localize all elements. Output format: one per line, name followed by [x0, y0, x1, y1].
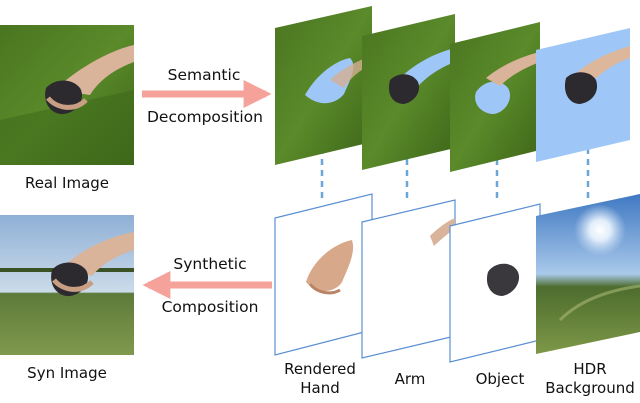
rendered-hand-label-line2: Hand [300, 378, 340, 397]
object-label: Object [475, 370, 525, 388]
hdr-background-label-line2: Background [545, 378, 635, 397]
layer-card-object [449, 203, 541, 363]
composition-label-line1: Synthetic [173, 255, 247, 273]
mask-card-arm [362, 14, 455, 170]
real-image-label: Real Image [24, 174, 110, 192]
syn-image [0, 215, 134, 355]
composition-label-line2: Composition [161, 298, 259, 316]
layer-card-hdr [536, 194, 640, 354]
hdr-background-label: HDR Background [540, 360, 640, 398]
arm-label: Arm [394, 370, 426, 388]
decomposition-label-line1: Semantic [167, 66, 241, 84]
hdr-background-label-line1: HDR [573, 360, 607, 378]
layer-card-arm [361, 199, 456, 359]
layer-card-hand [274, 193, 373, 356]
rendered-hand-label: Rendered Hand [270, 360, 370, 398]
mask-card-hand [275, 6, 372, 165]
dashed-connectors [320, 148, 590, 200]
rendered-hand-label-line1: Rendered [284, 360, 356, 378]
mask-card-object [450, 22, 540, 172]
mask-card-background [536, 28, 630, 162]
syn-image-label: Syn Image [27, 364, 107, 382]
real-image [0, 25, 134, 165]
decomposition-label-line2: Decomposition [147, 108, 263, 126]
